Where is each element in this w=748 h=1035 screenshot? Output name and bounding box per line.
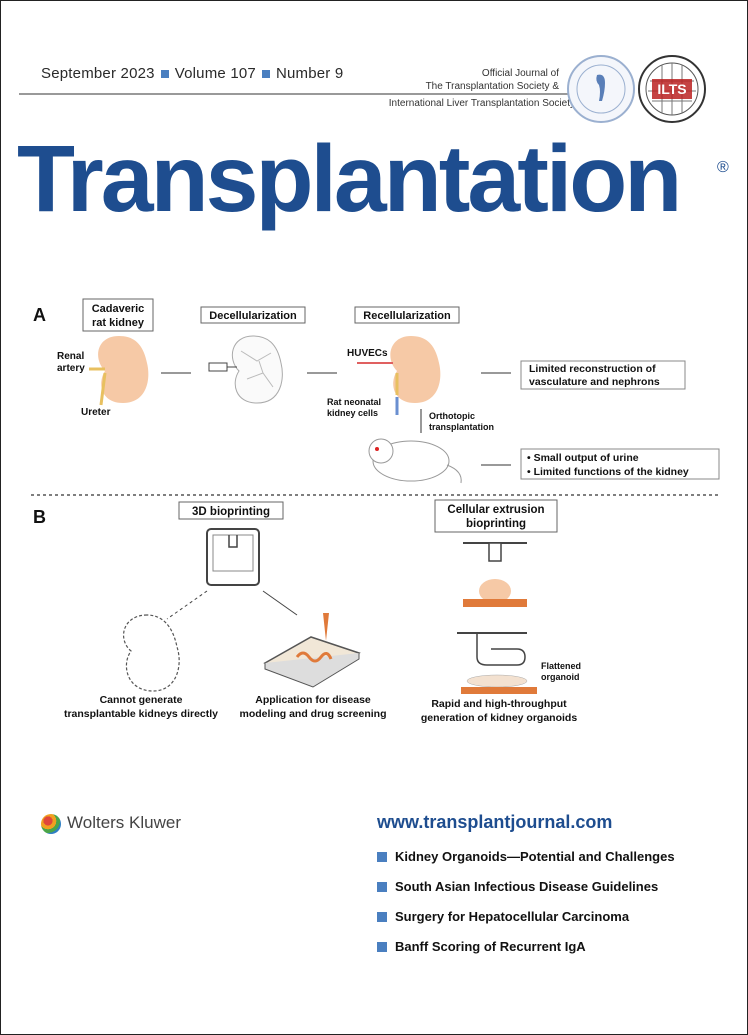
panel-b-label: B [33, 507, 46, 527]
cadaveric-label-2: rat kidney [92, 317, 145, 329]
official-journal-note: Official Journal of The Transplantation … [323, 67, 575, 109]
wolters-kluwer-logo-icon [41, 813, 61, 834]
publisher-name: Wolters Kluwer [67, 813, 181, 832]
publisher-logo: Wolters Kluwer [41, 813, 181, 834]
recellularization-label: Recellularization [363, 310, 451, 322]
journal-url[interactable]: www.transplantjournal.com [377, 812, 613, 832]
dashed-arrow [166, 590, 208, 620]
cellular-extrusion-box [434, 499, 558, 533]
ilts-seal-icon: ILTS [638, 55, 706, 123]
extrusion-path [476, 633, 526, 666]
square-bullet-icon [377, 912, 387, 922]
cannot-generate-line-2: transplantable kidneys directly [64, 708, 218, 720]
rapid-line-2: generation of kidney organoids [421, 712, 578, 724]
toc-item-label: Kidney Organoids—Potential and Challenge… [395, 849, 675, 864]
orange-plate [463, 599, 527, 607]
outcome-box [520, 448, 720, 480]
cadaveric-label-1: Cadaveric [92, 303, 145, 315]
toc-item: Banff Scoring of Recurrent IgA [377, 939, 717, 955]
toc-item-label: Banff Scoring of Recurrent IgA [395, 939, 586, 954]
toc-item: South Asian Infectious Disease Guideline… [377, 879, 717, 895]
orthotopic-label-1: Orthotopic [429, 411, 475, 421]
square-bullet-icon [377, 942, 387, 952]
square-bullet-icon [261, 70, 270, 79]
bioprinting-3d-label: 3D bioprinting [192, 506, 270, 518]
flattened-organoid [466, 674, 528, 688]
syringe-icon [208, 362, 228, 372]
ureter-label: Ureter [81, 407, 111, 418]
cellular-extrusion-line-1: Cellular extrusion [447, 504, 544, 516]
limited-functions-label: • Limited functions of the kidney [527, 466, 689, 478]
panel-a-label: A [33, 305, 46, 325]
square-bullet-icon [160, 70, 169, 79]
toc-item: Surgery for Hepatocellular Carcinoma [377, 909, 717, 925]
flattened-label-1: Flattened [541, 661, 581, 671]
renal-artery-label-2: artery [57, 363, 85, 374]
orthotopic-label-2: transplantation [429, 422, 494, 432]
application-line-2: modeling and drug screening [239, 708, 386, 720]
ilts-seal-text: ILTS [657, 81, 686, 97]
issue-info: September 2023 Volume 107 Number 9 [41, 65, 343, 82]
toc-item-label: Surgery for Hepatocellular Carcinoma [395, 909, 630, 924]
renal-vessel [89, 367, 107, 406]
issue-date: September 2023 [41, 65, 155, 82]
toc-item: Kidney Organoids—Potential and Challenge… [377, 849, 717, 865]
official-line-3: International Liver Transplantation Soci… [388, 98, 575, 109]
cover-figure: A Cadaveric rat kidney Decellularization… [31, 298, 721, 724]
decellularization-box [200, 306, 306, 324]
application-line-1: Application for disease [255, 694, 371, 706]
official-line-1: Official Journal of [481, 68, 559, 79]
limited-reconstruction-line-2: vasculature and nephrons [529, 376, 660, 388]
toc-item-label: South Asian Infectious Disease Guideline… [395, 879, 659, 894]
small-output-label: • Small output of urine [527, 452, 639, 464]
square-bullet-icon [377, 882, 387, 892]
toc-list: Kidney Organoids—Potential and Challenge… [377, 849, 717, 969]
recellularized-kidney [390, 336, 441, 403]
decellularized-kidney [231, 335, 283, 404]
flattened-label-2: organoid [541, 672, 580, 682]
cadaveric-box [82, 298, 154, 332]
orange-plate [461, 687, 537, 694]
bioprinter-window [212, 534, 254, 572]
rapid-line-1: Rapid and high-throughput [431, 698, 567, 710]
organoid-strand [295, 651, 333, 663]
limited-reconstruction-line-1: Limited reconstruction of [529, 363, 656, 375]
kidney-illustration [98, 336, 149, 403]
recellularization-box [354, 306, 460, 324]
masthead-rule [19, 93, 619, 95]
issue-number: Number 9 [275, 65, 344, 82]
rat-tail [446, 464, 462, 484]
arrow-line [262, 590, 298, 616]
registered-mark: ® [717, 159, 729, 176]
issue-volume: Volume 107 [174, 65, 256, 82]
journal-title: Transplantation [17, 126, 682, 232]
decellularization-label: Decellularization [209, 310, 297, 322]
print-nozzle [228, 535, 238, 548]
rat-neonatal-label-1: Rat neonatal [327, 397, 381, 407]
rat-eye [375, 447, 379, 451]
bioprinting-3d-box [178, 501, 284, 520]
pipette-tip [323, 613, 329, 641]
extruder-nozzle [488, 542, 502, 562]
organoid-blob [479, 579, 511, 603]
huvecs-label: HUVECs [347, 348, 388, 359]
limited-reconstruction-box [520, 360, 686, 390]
culture-dish-side [264, 653, 360, 688]
cannot-generate-line-1: Cannot generate [100, 694, 183, 706]
tts-seal-icon [567, 55, 635, 123]
scaffold-lines [240, 350, 274, 388]
cellular-extrusion-line-2: bioprinting [466, 518, 526, 530]
rat-head [368, 438, 394, 464]
square-bullet-icon [377, 852, 387, 862]
renal-artery-label-1: Renal [57, 351, 84, 362]
official-line-2: The Transplantation Society & [425, 81, 559, 92]
kidney-outline [122, 614, 180, 692]
rat-neonatal-label-2: kidney cells [327, 408, 378, 418]
